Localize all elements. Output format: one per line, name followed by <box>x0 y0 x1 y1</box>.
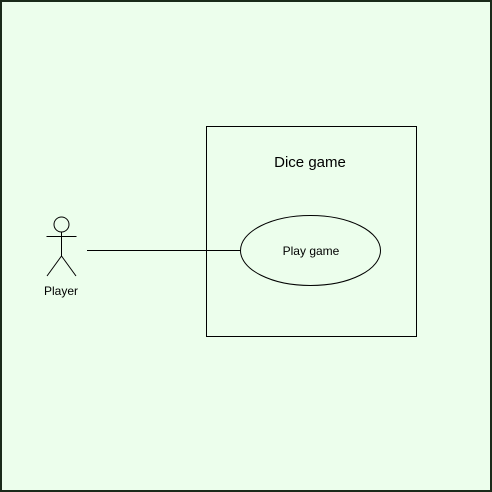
system-title: Dice game <box>274 154 346 171</box>
actor-left-leg <box>46 255 62 277</box>
use-case-label: Play game <box>283 244 340 258</box>
use-case-ellipse[interactable] <box>240 215 381 286</box>
actor-right-leg <box>61 255 77 277</box>
actor-label: Player <box>44 284 78 298</box>
stick-figure-icon[interactable] <box>46 216 77 277</box>
